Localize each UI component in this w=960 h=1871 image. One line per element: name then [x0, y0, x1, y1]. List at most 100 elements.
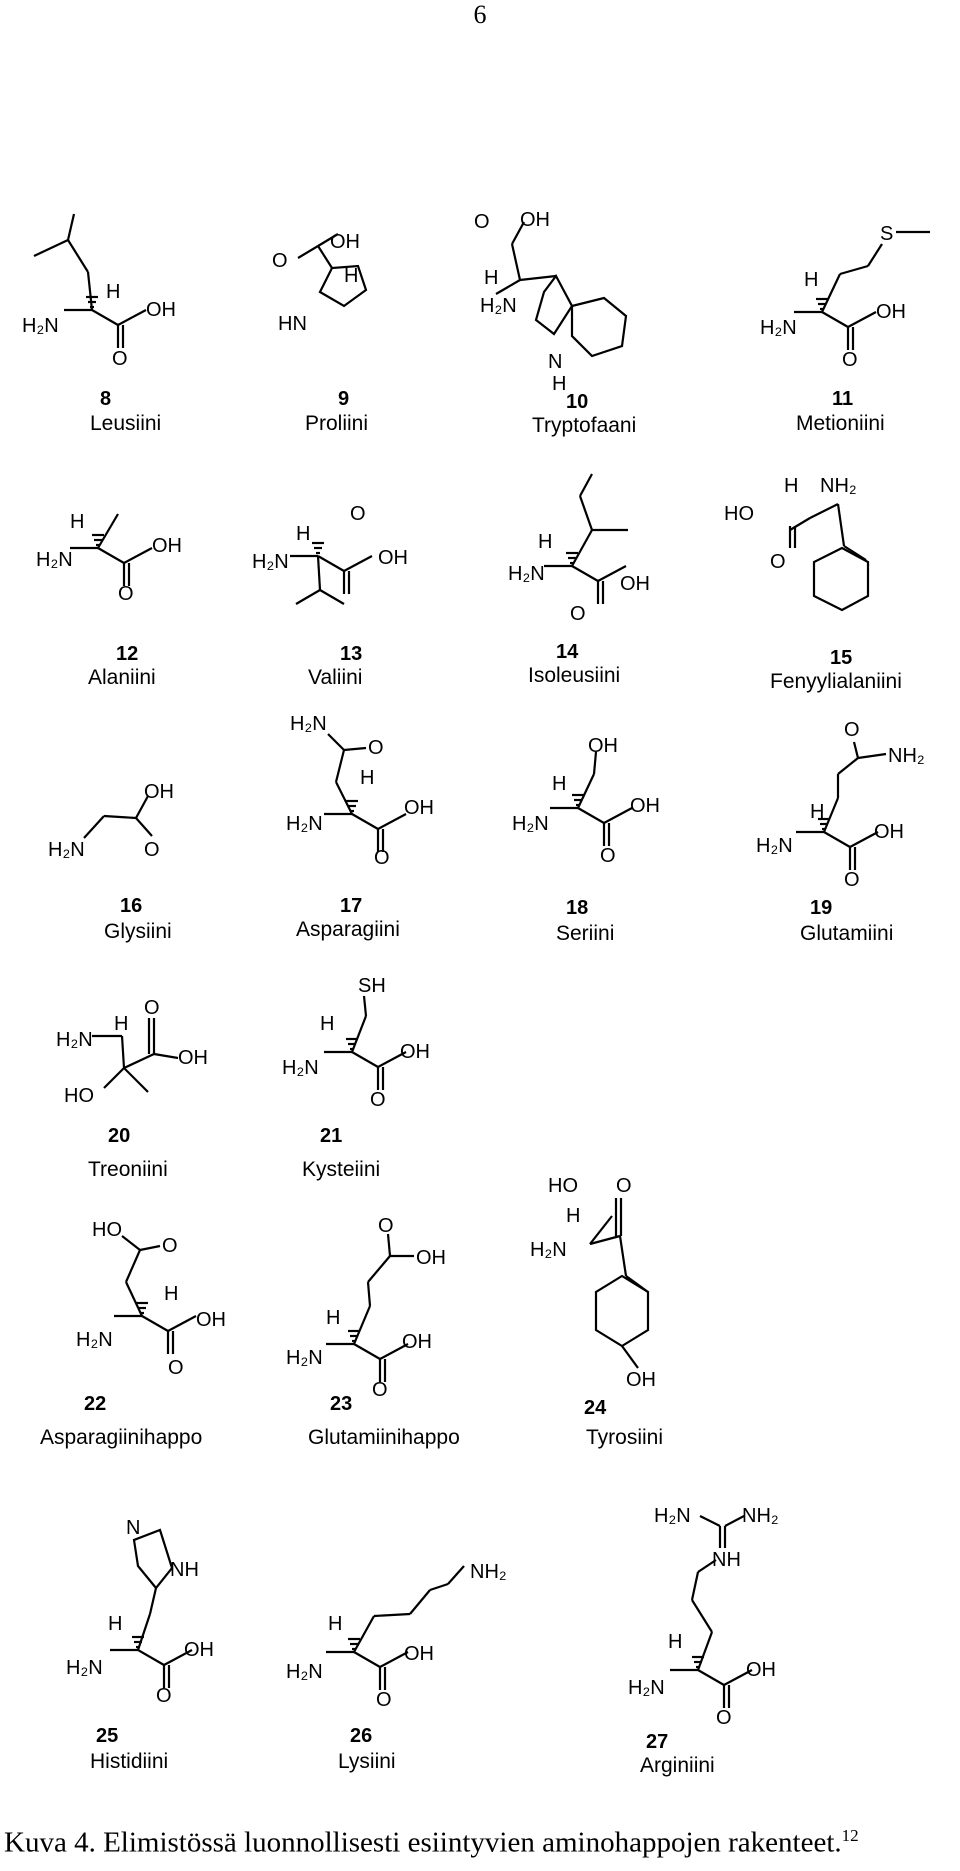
svg-text:OH: OH [620, 573, 650, 595]
svg-text:H₂N: H₂N [286, 1347, 323, 1369]
svg-text:H₂N: H₂N [22, 315, 59, 337]
svg-text:OH: OH [152, 535, 182, 557]
compound-name: Valiini [308, 666, 362, 689]
svg-text:OH: OH [144, 781, 174, 803]
svg-text:H₂N: H₂N [48, 839, 85, 861]
svg-text:H₂N: H₂N [290, 713, 327, 735]
svg-text:OH: OH [416, 1247, 446, 1269]
svg-text:SH: SH [358, 975, 386, 997]
compound-name: Fenyylialaniini [770, 670, 902, 693]
structure-phenylalanine: H NH₂ HO O [724, 475, 870, 612]
structure-serine: OH H H₂N OH O [512, 735, 660, 867]
svg-text:H: H [360, 767, 374, 789]
svg-text:H: H [108, 1613, 122, 1635]
compound-number: 15 [830, 647, 852, 669]
compound-name: Alaniini [88, 666, 156, 689]
compound-number: 27 [646, 1731, 668, 1753]
compound-name: Lysiini [338, 1750, 396, 1773]
compound-name: Glutamiini [800, 922, 893, 945]
svg-text:H₂N: H₂N [286, 1661, 323, 1683]
svg-text:H: H [552, 373, 566, 395]
structure-threonine: H H₂N O OH HO [56, 997, 208, 1107]
svg-text:OH: OH [378, 547, 408, 569]
svg-text:O: O [350, 503, 366, 525]
compound-number: 10 [566, 391, 588, 413]
structure-lysine: NH₂ H H₂N OH O [286, 1561, 507, 1711]
compound-number: 17 [340, 895, 362, 917]
svg-text:OH: OH [876, 301, 906, 323]
svg-text:H: H [296, 523, 310, 545]
compound-name: Kysteiini [302, 1158, 380, 1181]
svg-text:H₂N: H₂N [508, 563, 545, 585]
svg-text:H: H [326, 1307, 340, 1329]
svg-text:O: O [144, 997, 160, 1019]
svg-text:OH: OH [588, 735, 618, 757]
svg-text:OH: OH [400, 1041, 430, 1063]
svg-text:HO: HO [724, 503, 754, 525]
svg-text:H: H [552, 773, 566, 795]
svg-text:OH: OH [404, 1643, 434, 1665]
compound-number: 11 [832, 388, 853, 410]
svg-text:OH: OH [402, 1331, 432, 1353]
svg-text:O: O [156, 1685, 172, 1707]
compound-name: Asparagiinihappo [40, 1426, 202, 1449]
structure-isoleucine: H H₂N OH O [508, 473, 650, 625]
svg-text:H: H [164, 1283, 178, 1305]
structure-arginine: H₂N NH₂ NH H H₂N OH O [628, 1505, 779, 1729]
svg-text:H: H [668, 1631, 682, 1653]
svg-text:O: O [716, 1707, 732, 1729]
compound-number: 13 [340, 643, 362, 665]
compound-number: 12 [116, 643, 138, 665]
svg-text:OH: OH [874, 821, 904, 843]
svg-text:O: O [272, 250, 288, 272]
svg-text:O: O [474, 211, 490, 233]
svg-text:O: O [842, 349, 858, 371]
compound-name: Arginiini [640, 1754, 715, 1777]
svg-text:HO: HO [548, 1175, 578, 1197]
svg-text:OH: OH [404, 797, 434, 819]
compound-name: Seriini [556, 922, 614, 945]
svg-text:NH₂: NH₂ [820, 475, 857, 497]
structure-glutamic-acid: O OH H H₂N OH O [286, 1215, 446, 1401]
svg-text:H₂N: H₂N [480, 295, 517, 317]
svg-text:OH: OH [520, 209, 550, 231]
structure-cysteine: SH H H₂N OH O [282, 975, 430, 1111]
svg-text:O: O [370, 1089, 386, 1111]
svg-text:H₂N: H₂N [252, 551, 289, 573]
structure-proline: O OH H HN [272, 231, 368, 335]
compound-number: 18 [566, 897, 588, 919]
compound-name: Leusiini [90, 412, 161, 435]
caption-reference: 12 [841, 1826, 859, 1845]
compound-number: 26 [350, 1725, 372, 1747]
svg-text:H: H [344, 265, 358, 287]
svg-text:O: O [378, 1215, 394, 1237]
compound-number: 14 [556, 641, 579, 663]
svg-text:O: O [770, 551, 786, 573]
compound-number: 8 [100, 388, 111, 410]
structure-glycine: H₂N OH O [48, 781, 174, 861]
svg-text:O: O [144, 839, 160, 861]
svg-text:OH: OH [196, 1309, 226, 1331]
svg-text:H: H [320, 1013, 334, 1035]
structure-histidine: N NH H H₂N OH O [66, 1517, 214, 1707]
svg-text:O: O [168, 1357, 184, 1379]
svg-text:H₂N: H₂N [530, 1239, 567, 1261]
svg-text:OH: OH [178, 1047, 208, 1069]
svg-text:OH: OH [330, 231, 360, 253]
svg-text:O: O [374, 847, 390, 869]
svg-text:NH₂: NH₂ [470, 1561, 507, 1583]
compound-number: 21 [320, 1125, 342, 1147]
svg-text:O: O [372, 1379, 388, 1401]
svg-text:O: O [600, 845, 616, 867]
compound-number: 22 [84, 1393, 106, 1415]
svg-text:OH: OH [746, 1659, 776, 1681]
structure-aspartic-acid: HO O H H₂N OH O [76, 1219, 226, 1379]
svg-text:H: H [114, 1013, 128, 1035]
svg-text:O: O [376, 1689, 392, 1711]
structure-leucine: H₂N H OH O [22, 213, 176, 370]
svg-text:OH: OH [146, 299, 176, 321]
svg-text:H₂N: H₂N [56, 1029, 93, 1051]
compound-number: 25 [96, 1725, 118, 1747]
caption-text: Kuva 4. Elimistössä luonnollisesti esiin… [4, 1826, 842, 1859]
svg-text:H₂N: H₂N [756, 835, 793, 857]
